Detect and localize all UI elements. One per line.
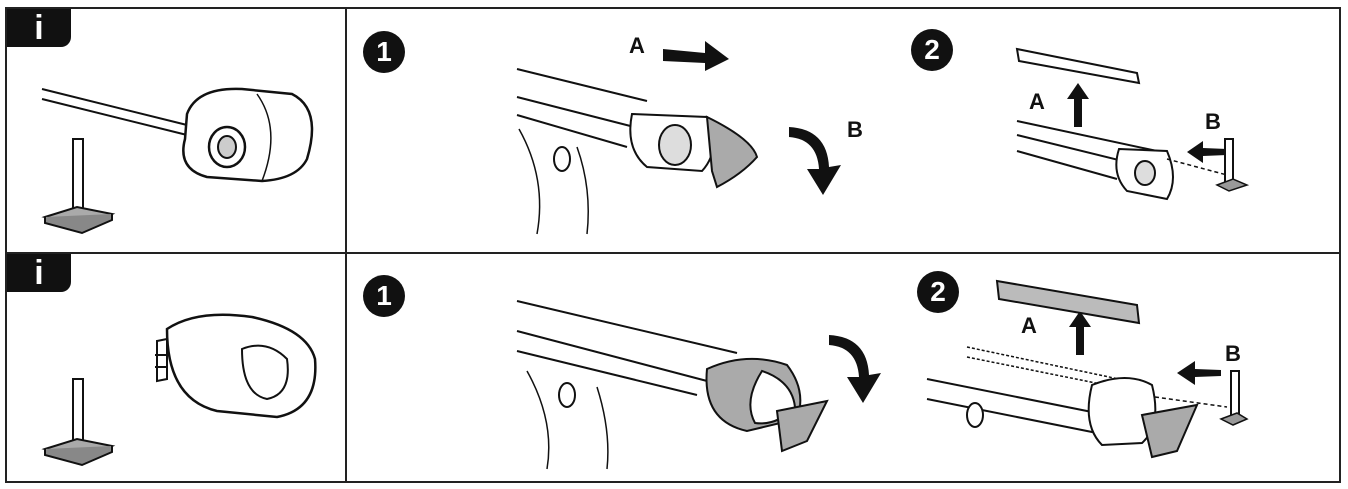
rotate-down-arrow-icon: [789, 127, 841, 195]
lift-up-arrow-icon: [1067, 83, 1089, 127]
instruction-sheet: i 1 A B 2 A B: [5, 7, 1341, 483]
end-cap-illustration: [41, 87, 314, 235]
bar-with-gray-rail-illustration: [926, 279, 1249, 459]
insert-left-arrow-icon: [1177, 361, 1221, 385]
label-a: A: [1021, 313, 1037, 338]
label-b: B: [1225, 341, 1241, 366]
label-a: A: [1029, 89, 1045, 114]
slide-right-arrow-icon: [663, 41, 729, 71]
row-divider: [7, 252, 1339, 254]
roof-bar-illustration: [516, 68, 759, 235]
label-b: B: [847, 117, 863, 142]
step-number-badge: 1: [363, 31, 405, 73]
step-number-badge: 1: [363, 275, 405, 317]
step-number-badge: 2: [911, 29, 953, 71]
info-badge-icon: i: [7, 9, 71, 47]
step-number-badge: 2: [917, 271, 959, 313]
rotate-down-arrow-icon: [829, 335, 881, 403]
lift-up-arrow-icon: [1069, 311, 1091, 355]
label-b: B: [1205, 109, 1221, 134]
label-a: A: [629, 33, 645, 58]
bar-and-tbolt-illustration: [1015, 47, 1250, 201]
closed-end-cap-illustration: [41, 313, 317, 467]
roof-bar-closed-illustration: [516, 300, 829, 470]
insert-left-arrow-icon: [1187, 141, 1227, 163]
column-divider: [345, 9, 347, 481]
info-badge-icon: i: [7, 254, 71, 292]
